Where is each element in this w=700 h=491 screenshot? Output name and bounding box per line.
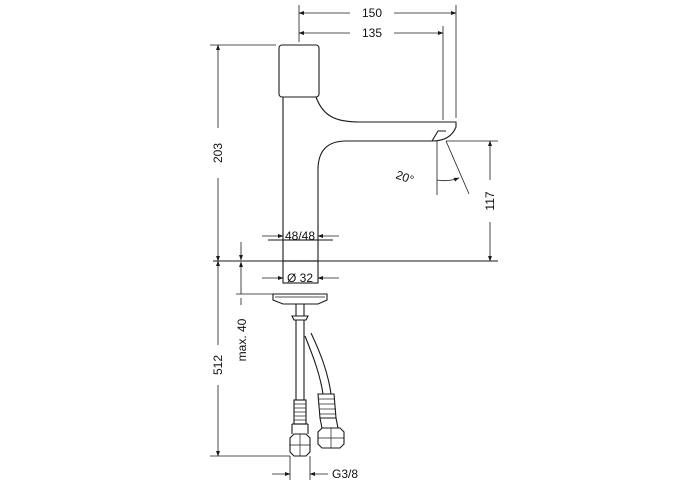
dimension-label-117: 117 [483, 191, 497, 210]
dimension-connection: G3/8 [272, 456, 358, 481]
dimension-label-d32: Ø 32 [287, 271, 313, 285]
dimension-total-width: 150 [298, 5, 457, 118]
spout-aerator [431, 130, 446, 142]
faucet-outline [213, 44, 498, 321]
dimension-label-512: 512 [211, 355, 225, 375]
hose-crimp-left [293, 399, 307, 425]
dimension-label-203: 203 [211, 143, 225, 163]
faucet-handle [278, 44, 320, 98]
mounting-nut [272, 293, 328, 305]
dimension-label-150: 150 [362, 6, 382, 20]
hose-crimp-right [317, 393, 337, 419]
hose-nut-right [317, 417, 345, 449]
dimension-label-max-40: max. 40 [235, 318, 249, 361]
faucet-spout [315, 96, 457, 240]
dimension-thread-diameter: Ø 32 [262, 271, 339, 285]
dimension-label-g38: G3/8 [332, 467, 358, 481]
dimension-spout-height: 117 [446, 140, 498, 262]
dimension-label-angle: 20° [394, 168, 416, 187]
dimension-spout-reach: 135 [298, 26, 444, 120]
faucet-base [282, 239, 319, 262]
dimension-max-thickness: max. 40 [235, 261, 273, 361]
hose-nut-left [289, 423, 311, 457]
dimension-total-height: 203 [210, 44, 276, 262]
threaded-shank [282, 260, 319, 284]
dimension-spout-angle: 20° [394, 140, 470, 195]
dimension-body-diameter: 48/48 [262, 229, 339, 243]
dimension-label-48-48: 48/48 [285, 229, 315, 243]
dimension-label-135: 135 [362, 26, 382, 40]
dimension-total-length: 512 [210, 260, 290, 457]
supply-hoses [289, 320, 345, 457]
